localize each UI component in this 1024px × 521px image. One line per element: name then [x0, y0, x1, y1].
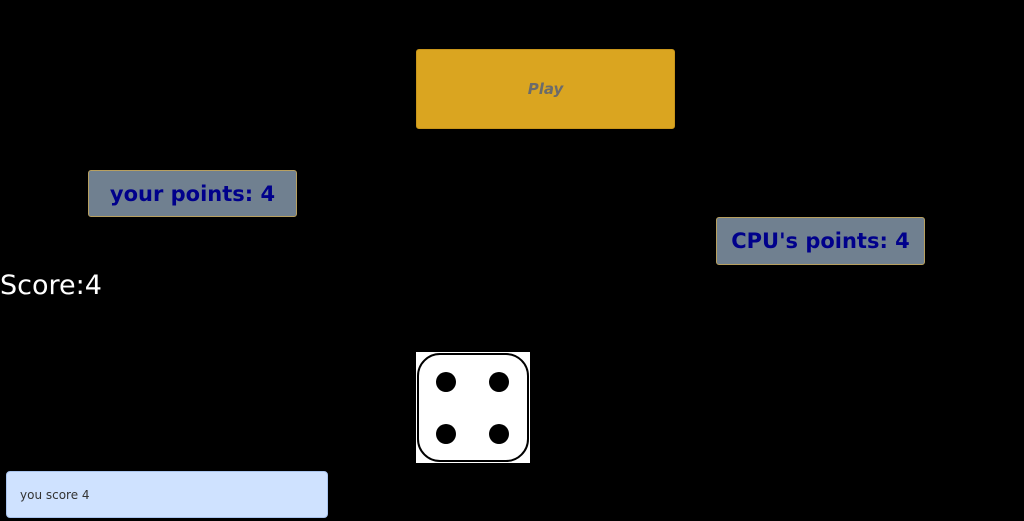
- player-points-display: your points: 4: [88, 170, 297, 217]
- play-button-label: Play: [527, 80, 564, 98]
- score-label: Score:4: [0, 270, 102, 301]
- die-pip: [489, 424, 509, 444]
- die-pip: [489, 372, 509, 392]
- die-pip: [436, 424, 456, 444]
- die-face: [417, 353, 529, 462]
- die-pip: [436, 372, 456, 392]
- cpu-points-display: CPU's points: 4: [716, 217, 925, 265]
- result-message: you score 4: [6, 471, 328, 518]
- play-button[interactable]: Play: [416, 49, 675, 129]
- die-four-icon: [416, 352, 530, 463]
